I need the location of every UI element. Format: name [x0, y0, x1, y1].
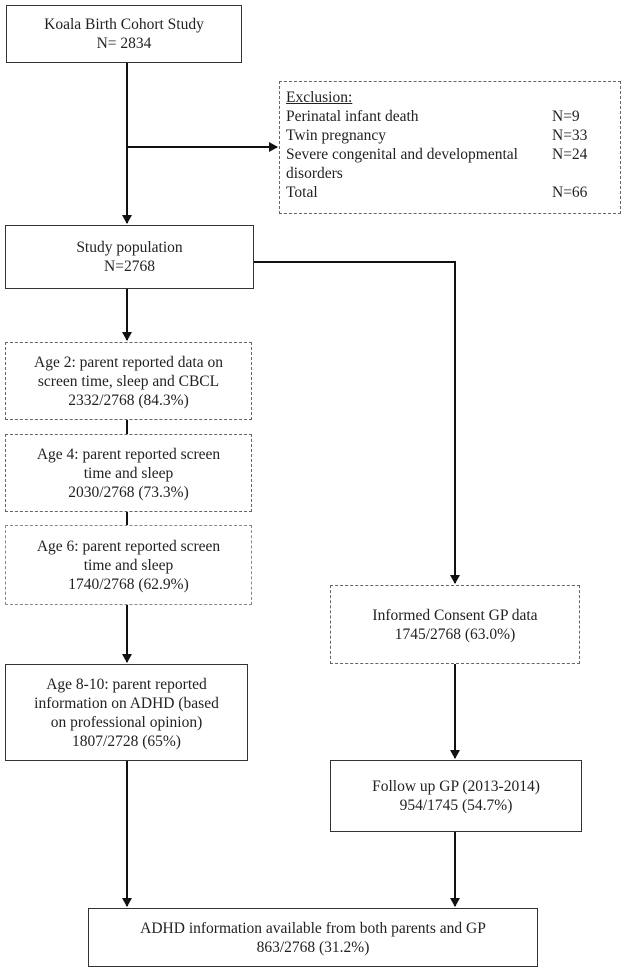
age4-box: Age 4: parent reported screen time and s…: [5, 434, 252, 512]
consent-count: 1745/2768 (63.0%): [394, 625, 516, 643]
age6-box: Age 6: parent reported screen time and s…: [5, 525, 252, 605]
exclusion-label: Perinatal infant death: [286, 108, 419, 125]
cohort-title: Koala Birth Cohort Study: [44, 16, 204, 33]
age810-line1: Age 8-10: parent reported: [46, 675, 207, 693]
final-box: ADHD information available from both par…: [88, 908, 538, 967]
age6-count: 1740/2768 (62.9%): [68, 575, 189, 593]
exclusion-title: Exclusion:: [286, 89, 353, 106]
followup-gp-box: Follow up GP (2013-2014) 954/1745 (54.7%…: [330, 760, 582, 832]
exclusion-label: Total: [286, 184, 318, 201]
consent-line1: Informed Consent GP data: [372, 606, 538, 624]
age6-line1: Age 6: parent reported screen: [36, 537, 221, 555]
consent-box: Informed Consent GP data 1745/2768 (63.0…: [330, 585, 580, 664]
exclusion-value: N=33: [552, 127, 588, 144]
age4-line2: time and sleep: [83, 464, 174, 482]
cohort-n: N= 2834: [96, 35, 152, 52]
exclusion-value: N=66: [552, 184, 588, 201]
age2-line1: Age 2: parent reported data on: [34, 353, 223, 371]
exclusion-row: Twin pregnancy N=33: [286, 126, 612, 145]
age4-line1: Age 4: parent reported screen: [36, 445, 221, 463]
exclusion-box: Exclusion: Perinatal infant death N=9 Tw…: [279, 81, 621, 214]
final-count: 863/2768 (31.2%): [256, 938, 370, 956]
age810-count: 1807/2728 (65%): [72, 732, 181, 750]
exclusion-row: Severe congenital and developmental diso…: [286, 145, 612, 183]
arrow-study-to-consent: [254, 261, 460, 584]
followup-count: 954/1745 (54.7%): [399, 797, 513, 814]
age4-count: 2030/2768 (73.3%): [68, 483, 189, 501]
age810-line3: on professional opinion): [50, 713, 203, 731]
exclusion-label: Severe congenital and developmental diso…: [286, 146, 518, 182]
study-population-title: Study population: [76, 239, 183, 256]
final-line1: ADHD information available from both par…: [140, 919, 486, 937]
age810-box: Age 8-10: parent reported information on…: [5, 664, 248, 761]
exclusion-value: N=24: [552, 146, 588, 163]
age2-box: Age 2: parent reported data on screen ti…: [5, 342, 252, 420]
exclusion-label: Twin pregnancy: [286, 127, 387, 144]
exclusion-value: N=9: [552, 108, 580, 125]
age6-line2: time and sleep: [83, 556, 174, 574]
study-population-box: Study population N=2768: [5, 225, 254, 289]
study-population-n: N=2768: [104, 258, 155, 275]
age810-line2: information on ADHD (based: [34, 694, 219, 712]
exclusion-row: Perinatal infant death N=9: [286, 107, 612, 126]
age2-count: 2332/2768 (84.3%): [68, 391, 189, 409]
cohort-box: Koala Birth Cohort Study N= 2834: [6, 5, 242, 63]
age2-line2: screen time, sleep and CBCL: [37, 372, 220, 390]
exclusion-row: Total N=66: [286, 183, 612, 202]
followup-line1: Follow up GP (2013-2014): [372, 778, 540, 795]
